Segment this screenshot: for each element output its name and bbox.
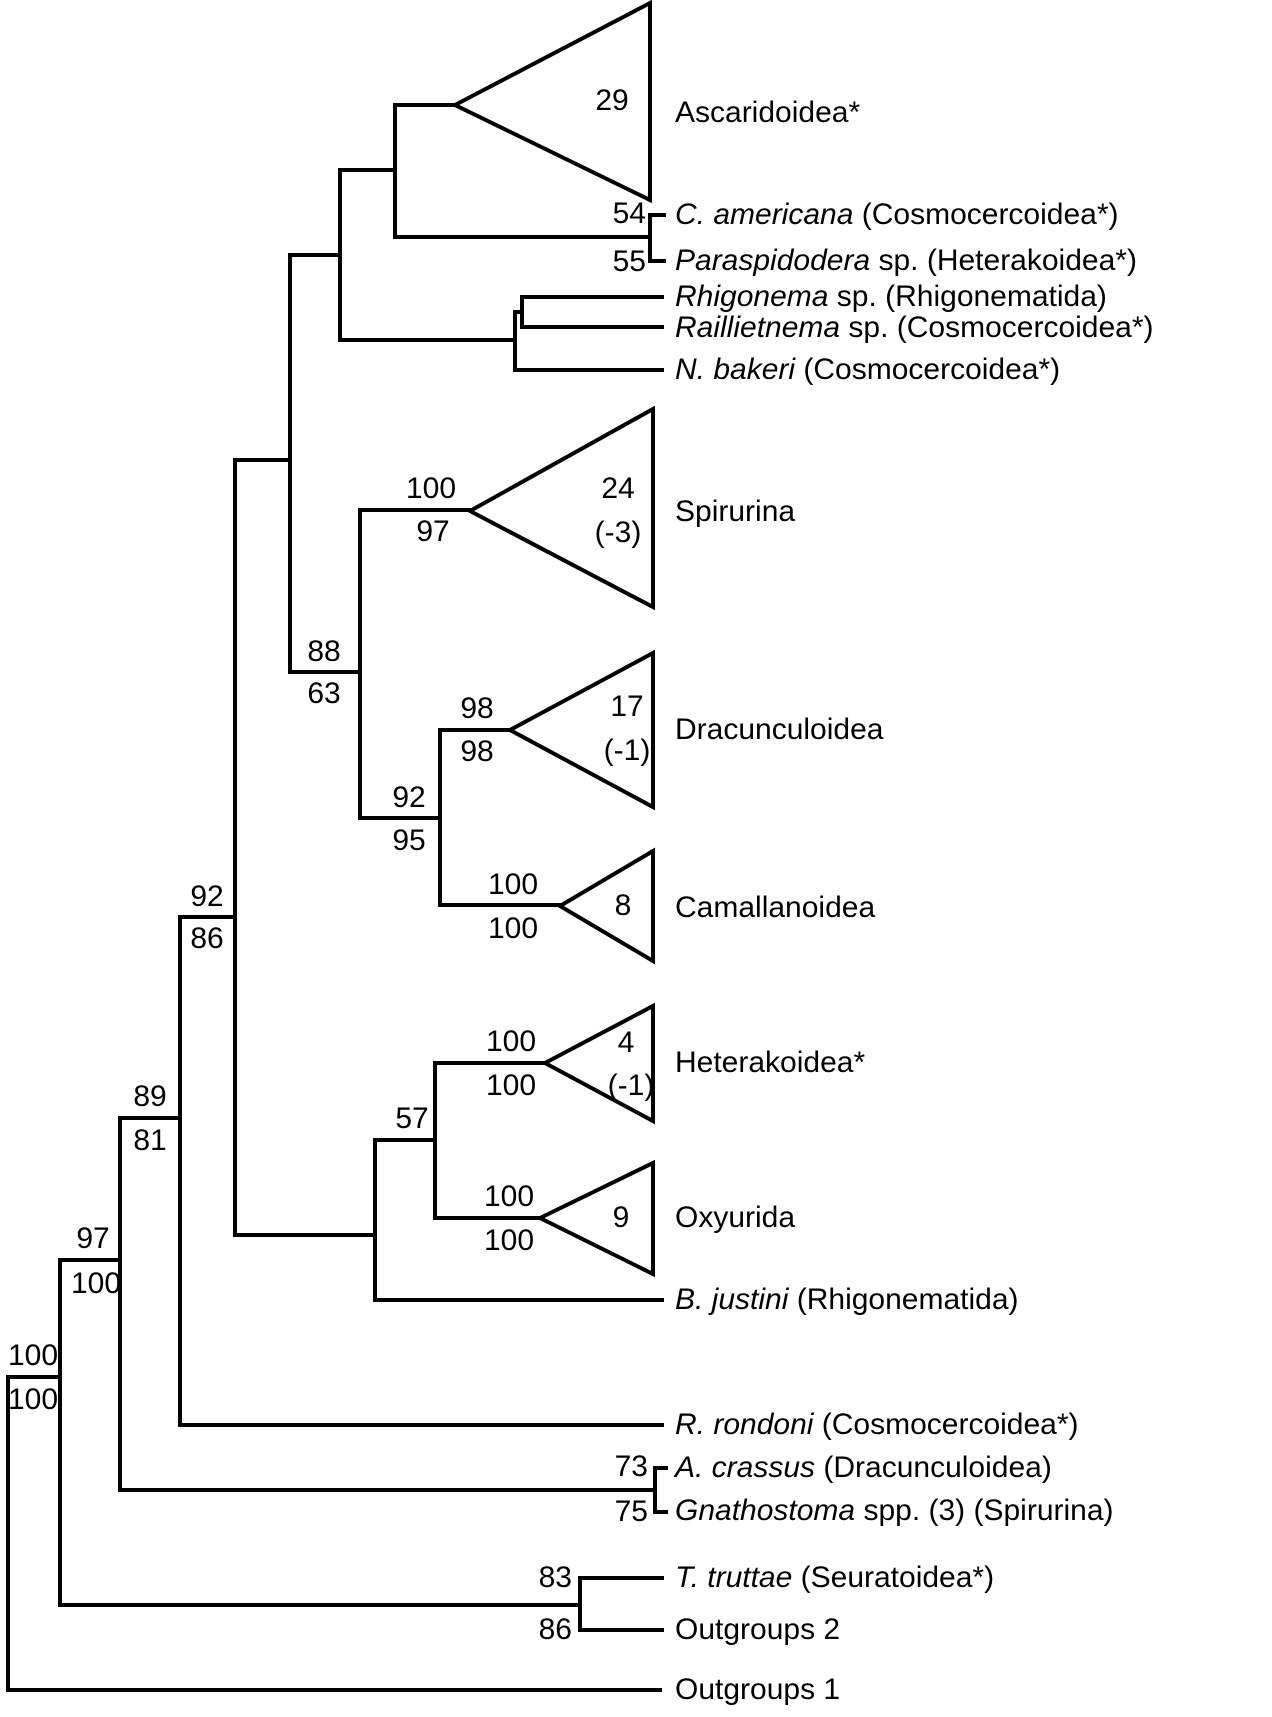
support-ingroup-below: 100 — [7, 1383, 59, 1416]
support-crassus-clade-above: 97 — [76, 1222, 110, 1255]
clade-count-dracunculoidea-sub: (-1) — [603, 734, 651, 767]
support-spirurina-above: 100 — [405, 472, 457, 505]
support-het-oxy-above: 57 — [395, 1102, 429, 1135]
tip-label-outgroups-1: Outgroups 1 — [675, 1673, 841, 1706]
support-rondoni-clade-above: 89 — [133, 1080, 167, 1113]
support-dracunculoidea-below: 98 — [460, 735, 494, 768]
clade-count-spirurina-sub: (-3) — [594, 516, 642, 549]
support-camallanoidea-above: 100 — [487, 868, 539, 901]
tip-label-raillietnema: Raillietnema sp. (Cosmocercoidea*) — [675, 311, 1154, 344]
tip-label-a-crassus: A. crassus (Dracunculoidea) — [675, 1451, 1052, 1484]
tip-label-ascaridoidea: Ascaridoidea* — [675, 96, 861, 129]
clade-count-heterakoidea-sub: (-1) — [607, 1069, 655, 1102]
clade-triangle-oxyurida — [535, 1159, 655, 1278]
support-crassus-pair-above: 73 — [614, 1450, 648, 1483]
support-truttae-pair-below: 86 — [538, 1613, 572, 1646]
tip-label-camallanoidea: Camallanoidea — [675, 891, 876, 924]
support-rondoni-clade-below: 81 — [133, 1124, 167, 1157]
clade-count-ascaridoidea: 29 — [595, 84, 629, 117]
support-major-clade-above: 92 — [190, 880, 224, 913]
tip-label-t-truttae: T. truttae (Seuratoidea*) — [675, 1561, 995, 1594]
support-heterakoidea-above: 100 — [485, 1025, 537, 1058]
support-drac-camall-below: 95 — [392, 824, 426, 857]
tip-label-gnathostoma: Gnathostoma spp. (3) (Spirurina) — [675, 1494, 1114, 1527]
clade-triangle-heterakoidea — [540, 1002, 655, 1125]
clade-count-oxyurida: 9 — [612, 1201, 630, 1234]
tip-label-c-americana: C. americana (Cosmocercoidea*) — [675, 198, 1119, 231]
clade-triangle-camallanoidea — [556, 847, 655, 965]
tip-label-outgroups-2: Outgroups 2 — [675, 1613, 841, 1646]
support-drac-camall-above: 92 — [392, 781, 426, 814]
tip-label-dracunculoidea: Dracunculoidea — [675, 713, 884, 746]
support-spirurina-below: 97 — [416, 515, 450, 548]
support-heterakoidea-below: 100 — [485, 1069, 537, 1102]
tip-label-r-rondoni: R. rondoni (Cosmocercoidea*) — [675, 1408, 1079, 1441]
support-c-americana-pair-above: 54 — [612, 197, 646, 230]
support-crassus-clade-below: 100 — [70, 1267, 122, 1300]
tip-label-heterakoidea: Heterakoidea* — [675, 1046, 866, 1079]
clade-triangle-spirurina — [465, 405, 655, 611]
support-dracunculoidea-above: 98 — [460, 692, 494, 725]
clade-count-camallanoidea: 8 — [614, 889, 632, 922]
support-truttae-pair-above: 83 — [538, 1561, 572, 1594]
clade-count-heterakoidea: 4 — [617, 1026, 635, 1059]
tip-label-rhigonema: Rhigonema sp. (Rhigonematida) — [675, 280, 1107, 313]
support-oxyurida-above: 100 — [483, 1180, 535, 1213]
support-c-americana-pair-below: 55 — [612, 245, 646, 278]
support-spirurina-clade-below: 63 — [307, 677, 341, 710]
tip-label-n-bakeri: N. bakeri (Cosmocercoidea*) — [675, 353, 1061, 386]
support-crassus-pair-below: 75 — [614, 1495, 648, 1528]
support-oxyurida-below: 100 — [483, 1224, 535, 1257]
tip-label-b-justini: B. justini (Rhigonematida) — [675, 1283, 1019, 1316]
tip-label-paraspidodera: Paraspidodera sp. (Heterakoidea*) — [675, 244, 1137, 277]
clade-triangle-ascaridoidea — [450, 0, 652, 204]
tree-branch-lines — [6, 103, 668, 1692]
clade-triangle-dracunculoidea — [505, 649, 655, 811]
support-major-clade-below: 86 — [190, 922, 224, 955]
clade-count-spirurina: 24 — [601, 472, 635, 505]
support-ingroup-above: 100 — [7, 1339, 59, 1372]
tip-label-oxyurida: Oxyurida — [675, 1201, 796, 1234]
support-camallanoidea-below: 100 — [487, 912, 539, 945]
support-spirurina-clade-above: 88 — [307, 635, 341, 668]
tip-label-spirurina: Spirurina — [675, 495, 796, 528]
clade-count-dracunculoidea: 17 — [610, 690, 644, 723]
